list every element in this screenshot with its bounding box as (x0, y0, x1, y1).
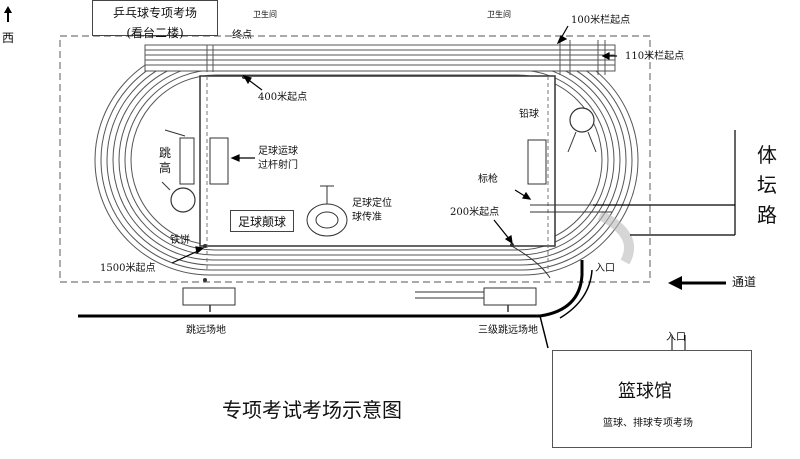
football-juggling-label: 足球颠球 (237, 215, 286, 229)
direction-label: 西 (2, 31, 15, 45)
direction-arrow-icon (4, 6, 12, 22)
discus-label: 铁饼 (170, 235, 190, 246)
high-jump-label-2: 高 (159, 161, 172, 175)
football-juggling-box: 足球颠球 (230, 210, 294, 232)
basketball-gym-box: 入口 篮球馆 篮球、排球专项考场 (552, 333, 752, 448)
shot-put-circle (569, 107, 595, 133)
football-pass-label-1: 足球定位 (352, 198, 392, 209)
high-jump-area (179, 137, 195, 185)
passage-label: 通道 (732, 275, 757, 289)
long-jump-pit (182, 287, 236, 306)
triple-jump-label: 三级跳远场地 (478, 325, 538, 336)
right-goal (527, 139, 547, 185)
javelin-label: 标枪 (478, 174, 498, 185)
pingpong-venue-line2: (看台二楼) (126, 26, 184, 40)
left-goal (209, 137, 229, 185)
gym-subtitle: 篮球、排球专项考场 (603, 418, 693, 429)
gym-entrance-label: 入口 (666, 332, 686, 343)
start-200m-label: 200米起点 (450, 207, 500, 218)
start-1500m-label: 1500米起点 (100, 263, 156, 274)
football-pass-label-2: 球传准 (352, 212, 382, 223)
football-pass-target (306, 185, 348, 237)
triple-jump-pit (483, 287, 537, 306)
finish-label: 终点 (232, 30, 252, 41)
diagram-title: 专项考试考场示意图 (222, 398, 402, 422)
gym-name: 篮球馆 (618, 381, 672, 402)
discus-circle (170, 187, 196, 213)
restroom-label-1: 卫生间 (253, 10, 277, 19)
shot-put-label: 铅球 (519, 109, 539, 120)
football-dribble-label-1: 足球运球 (258, 146, 298, 157)
road-label: 体坛路 (757, 143, 777, 227)
track-entrance-label: 入口 (595, 263, 615, 274)
high-jump-label-1: 跳 (159, 146, 172, 160)
restroom-label-2: 卫生间 (487, 10, 511, 19)
hurdle-110m-label: 110米栏起点 (625, 51, 685, 62)
start-400m-label: 400米起点 (258, 92, 308, 103)
pingpong-venue-box: 乒乓球专项考场 (看台二楼) (92, 0, 218, 40)
hurdle-100m-label: 100米栏起点 (571, 15, 631, 26)
road-path (78, 260, 584, 318)
football-dribble-label-2: 过杆射门 (258, 160, 298, 171)
pingpong-venue-line1: 乒乓球专项考场 (112, 6, 197, 20)
top-straightaway (144, 40, 616, 75)
long-jump-label: 跳远场地 (186, 325, 226, 336)
